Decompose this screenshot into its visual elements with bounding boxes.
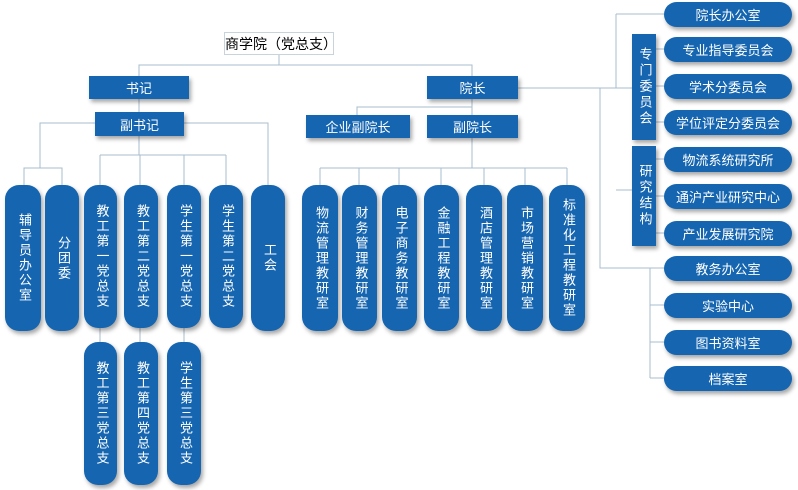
jiaogong-1-node: 教工第一党总支 bbox=[84, 185, 117, 328]
tushu-ziliao-node: 图书资料室 bbox=[664, 330, 792, 355]
caiwu-room-node: 财务管理教研室 bbox=[342, 185, 377, 331]
chanye-fazhan-node: 产业发展研究院 bbox=[664, 221, 792, 246]
xuesheng-3-node: 学生第三党总支 bbox=[167, 342, 201, 485]
shichang-room-node: 市场营销教研室 bbox=[507, 185, 543, 331]
qiye-fuyuanzhang-node: 企业副院长 bbox=[306, 115, 410, 138]
xueshu-fenwei-node: 学术分委员会 bbox=[664, 74, 792, 99]
root-node: 商学院（党总支） bbox=[224, 32, 337, 55]
zhuanmen-label: 专门委员会 bbox=[632, 34, 656, 140]
tonghu-center-node: 通沪产业研究中心 bbox=[664, 184, 792, 209]
wuliu-room-node: 物流管理教研室 bbox=[302, 185, 338, 331]
jiaogong-4-node: 教工第四党总支 bbox=[124, 342, 158, 485]
fushuji-node: 副书记 bbox=[95, 112, 184, 136]
yuanzhang-office-node: 院长办公室 bbox=[664, 2, 792, 27]
xuesheng-2-node: 学生第二党总支 bbox=[209, 185, 243, 328]
fudaoyuan-office-node: 辅导员办公室 bbox=[5, 185, 41, 331]
jiudian-room-node: 酒店管理教研室 bbox=[466, 185, 502, 331]
dangan-node: 档案室 bbox=[664, 366, 792, 391]
shuji-node: 书记 bbox=[89, 76, 189, 99]
fuyuanzhang-node: 副院长 bbox=[427, 115, 518, 138]
yuanzhang-node: 院长 bbox=[427, 76, 518, 99]
biaozhun-room-node: 标准化工程教研室 bbox=[549, 185, 585, 331]
jinrong-room-node: 金融工程教研室 bbox=[424, 185, 459, 331]
shiyan-center-node: 实验中心 bbox=[664, 293, 792, 318]
jiaogong-3-node: 教工第三党总支 bbox=[84, 342, 117, 485]
jiaogong-2-node: 教工第二党总支 bbox=[124, 185, 158, 328]
yanjiu-label: 研究结构 bbox=[632, 146, 656, 246]
fentuanwei-node: 分团委 bbox=[45, 185, 79, 331]
xuewei-pingding-node: 学位评定分委员会 bbox=[664, 110, 792, 135]
zhuanye-zhidao-node: 专业指导委员会 bbox=[664, 37, 792, 62]
jiaowu-office-node: 教务办公室 bbox=[664, 256, 792, 281]
xuesheng-1-node: 学生第一党总支 bbox=[167, 185, 201, 328]
dianzi-room-node: 电子商务教研室 bbox=[382, 185, 417, 331]
wuliu-yanjiusuo-node: 物流系统研究所 bbox=[664, 147, 792, 172]
gonghui-node: 工会 bbox=[251, 185, 285, 331]
